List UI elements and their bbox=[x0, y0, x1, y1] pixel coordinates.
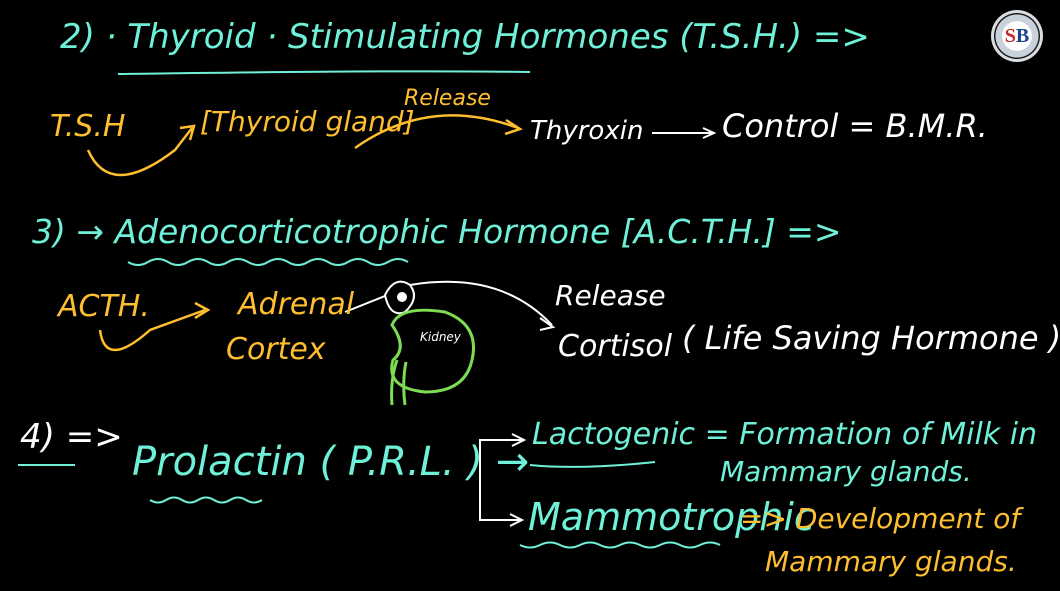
development-line2: Mammary glands. bbox=[765, 545, 1017, 578]
life-saving-label: ( Life Saving Hormone ) bbox=[682, 319, 1060, 357]
lactogenic-line2: Mammary glands. bbox=[720, 455, 972, 488]
acth-label: ACTH. bbox=[58, 289, 150, 324]
prolactin-underline bbox=[149, 496, 263, 504]
release-arrow bbox=[354, 114, 519, 150]
tsh-label: T.S.H bbox=[50, 109, 126, 144]
thyroid-gland-label: [Thyroid gland] bbox=[200, 105, 415, 138]
heading-acth: 3) → Adenocorticotrophic Hormone [A.C.T.… bbox=[32, 212, 842, 251]
lactogenic-underline bbox=[529, 461, 656, 468]
mammotrophic-label: Mammotrophic bbox=[528, 495, 815, 539]
mammo-underline bbox=[519, 541, 721, 549]
cortex-label: Cortex bbox=[226, 332, 326, 367]
thyroxin-label: Thyroxin bbox=[530, 116, 644, 146]
heading3-underline bbox=[127, 258, 409, 266]
heading-tsh: 2) · Thyroid · Stimulating Hormones (T.S… bbox=[60, 17, 870, 57]
tsh-arrow bbox=[86, 127, 193, 177]
lactogenic-label: Lactogenic = Formation of Milk in bbox=[532, 417, 1038, 452]
branch-bracket bbox=[479, 439, 522, 521]
adrenal-label: Adrenal bbox=[238, 287, 355, 322]
release-label-2: Release bbox=[555, 279, 666, 312]
cortisol-label: Cortisol bbox=[558, 329, 673, 364]
kidney-label: Kidney bbox=[420, 330, 461, 344]
prolactin-label: Prolactin ( P.R.L. ) → bbox=[132, 439, 530, 485]
adrenal-gland-shape bbox=[383, 280, 415, 315]
development-label: => Development of bbox=[740, 502, 1021, 535]
cortisol-arrow bbox=[409, 280, 553, 326]
acth-arrow bbox=[98, 308, 206, 352]
adrenal-arrow bbox=[344, 295, 386, 313]
kidney-shape bbox=[390, 308, 475, 394]
brand-logo: SB bbox=[991, 10, 1043, 62]
number-4: 4) => bbox=[20, 417, 123, 457]
release-label-1: Release bbox=[404, 86, 491, 111]
control-bmr-label: Control = B.M.R. bbox=[722, 107, 988, 145]
heading2-underline bbox=[117, 70, 531, 75]
